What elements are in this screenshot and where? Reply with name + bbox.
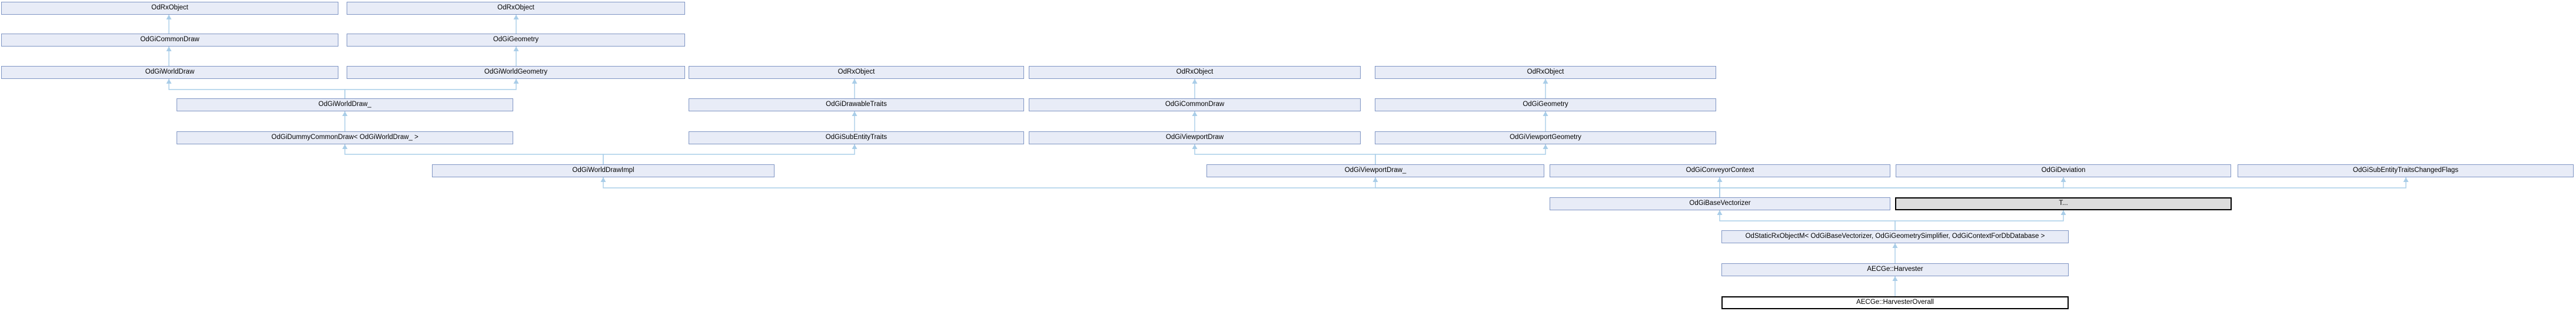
class-node-template-param-t: T...: [1895, 197, 2232, 210]
class-node-odgiworldgeometry[interactable]: OdGiWorldGeometry: [347, 66, 685, 79]
class-node-odrxobject-2[interactable]: OdRxObject: [347, 2, 685, 15]
inheritance-edge: [1719, 177, 2064, 197]
class-node-label: OdRxObject: [497, 4, 534, 12]
class-node-odrxobject-4[interactable]: OdRxObject: [1029, 66, 1361, 79]
class-node-odstaticrxobjectm[interactable]: OdStaticRxObjectM< OdGiBaseVectorizer, O…: [1721, 230, 2069, 243]
inheritance-arrowhead: [2403, 177, 2409, 182]
class-node-odrxobject-3[interactable]: OdRxObject: [689, 66, 1024, 79]
class-node-label: OdGiDeviation: [2041, 167, 2086, 174]
inheritance-edge: [1719, 210, 1896, 230]
inheritance-arrowhead: [600, 177, 606, 182]
inheritance-arrowhead: [852, 79, 857, 84]
inheritance-arrowhead: [166, 79, 172, 84]
class-node-label: OdRxObject: [1527, 68, 1564, 76]
class-node-odgidummycommondraw[interactable]: OdGiDummyCommonDraw< OdGiWorldDraw_ >: [177, 131, 513, 144]
inheritance-arrowhead: [2060, 210, 2066, 215]
class-node-label: OdGiCommonDraw: [1165, 101, 1225, 108]
inheritance-arrowhead: [1372, 177, 1378, 182]
class-node-label: OdStaticRxObjectM< OdGiBaseVectorizer, O…: [1745, 233, 2045, 240]
class-node-odgiworlddrawimpl[interactable]: OdGiWorldDrawImpl: [432, 164, 775, 177]
inheritance-edge: [603, 144, 855, 164]
inheritance-edge: [1375, 144, 1546, 164]
class-node-odgiviewportdraw-u[interactable]: OdGiViewportDraw_: [1206, 164, 1544, 177]
class-node-label: AECGe::Harvester: [1867, 266, 1923, 273]
class-node-label: OdGiViewportGeometry: [1510, 134, 1581, 141]
class-node-odgigeometry-mid[interactable]: OdGiGeometry: [1375, 98, 1716, 111]
class-node-odgicommondraw-left[interactable]: OdGiCommonDraw: [1, 34, 338, 47]
class-node-odgiviewportdraw[interactable]: OdGiViewportDraw: [1029, 131, 1361, 144]
inheritance-arrowhead: [166, 47, 172, 51]
inheritance-arrowhead: [513, 47, 519, 51]
inheritance-arrowhead: [1717, 210, 1723, 215]
class-node-label: OdGiCommonDraw: [140, 36, 200, 44]
class-node-label: OdGiBaseVectorizer: [1689, 200, 1751, 207]
class-node-label: OdRxObject: [1176, 68, 1214, 76]
class-node-odgiworlddraw[interactable]: OdGiWorldDraw: [1, 66, 338, 79]
class-node-odgiconveyorcontext[interactable]: OdGiConveyorContext: [1550, 164, 1890, 177]
inheritance-arrowhead: [1892, 276, 1898, 281]
inheritance-arrowhead: [1192, 144, 1198, 149]
class-node-odrxobject-1[interactable]: OdRxObject: [1, 2, 338, 15]
inheritance-arrowhead: [342, 111, 348, 116]
inheritance-arrowhead: [1717, 177, 1723, 182]
inheritance-arrowhead: [342, 144, 348, 149]
class-node-label: OdGiDrawableTraits: [826, 101, 887, 108]
inheritance-arrowhead: [513, 79, 519, 84]
class-node-label: OdGiGeometry: [1523, 101, 1568, 108]
class-node-odgiviewportgeometry[interactable]: OdGiViewportGeometry: [1375, 131, 1716, 144]
inheritance-arrowhead: [1192, 111, 1198, 116]
class-node-odgiworlddraw-u[interactable]: OdGiWorldDraw_: [177, 98, 513, 111]
class-node-label: OdGiWorldDraw_: [318, 101, 371, 108]
inheritance-edge: [1194, 144, 1376, 164]
class-node-odgigeometry-left[interactable]: OdGiGeometry: [347, 34, 685, 47]
class-node-label: OdRxObject: [151, 4, 188, 12]
class-node-label: OdGiWorldDrawImpl: [572, 167, 634, 174]
class-node-label: OdGiWorldDraw: [145, 68, 195, 76]
class-node-label: OdGiViewportDraw: [1165, 134, 1224, 141]
inheritance-edge: [344, 79, 517, 98]
inheritance-edge: [1719, 177, 2407, 197]
class-node-label: OdGiViewportDraw_: [1344, 167, 1407, 174]
class-node-label: OdGiWorldGeometry: [484, 68, 548, 76]
inheritance-arrowhead: [1192, 79, 1198, 84]
class-node-label: OdRxObject: [837, 68, 875, 76]
class-node-odgidrawabletraits[interactable]: OdGiDrawableTraits: [689, 98, 1024, 111]
class-node-label: OdGiGeometry: [493, 36, 539, 44]
class-node-odgideviation[interactable]: OdGiDeviation: [1896, 164, 2231, 177]
inheritance-arrowhead: [1543, 144, 1548, 149]
class-node-label: OdGiDummyCommonDraw< OdGiWorldDraw_ >: [271, 134, 418, 141]
class-node-label: OdGiSubEntityTraitsChangedFlags: [2352, 167, 2459, 174]
inheritance-arrowhead: [513, 15, 519, 19]
inheritance-edge: [1894, 210, 2064, 230]
inheritance-arrowhead: [1543, 111, 1548, 116]
class-node-label: T...: [2059, 200, 2068, 207]
class-node-aecge-harvesteroverall: AECGe::HarvesterOverall: [1721, 296, 2069, 309]
class-node-odrxobject-5[interactable]: OdRxObject: [1375, 66, 1716, 79]
class-node-label: OdGiSubEntityTraits: [825, 134, 888, 141]
inheritance-edge: [1375, 177, 1720, 197]
inheritance-edge: [344, 144, 604, 164]
class-node-odgisubentitytraits[interactable]: OdGiSubEntityTraits: [689, 131, 1024, 144]
class-node-odgibasevectorizer[interactable]: OdGiBaseVectorizer: [1550, 197, 1890, 210]
class-node-odgisubentitytraitschangedflags[interactable]: OdGiSubEntityTraitsChangedFlags: [2238, 164, 2574, 177]
inheritance-arrowhead: [166, 15, 172, 19]
inheritance-edge: [168, 79, 345, 98]
class-node-label: OdGiConveyorContext: [1686, 167, 1754, 174]
class-node-aecge-harvester[interactable]: AECGe::Harvester: [1721, 263, 2069, 276]
inheritance-arrowhead: [1892, 243, 1898, 248]
inheritance-arrowhead: [852, 144, 857, 149]
inheritance-edge: [603, 177, 1720, 197]
inheritance-arrowhead: [2060, 177, 2066, 182]
class-node-label: AECGe::HarvesterOverall: [1856, 299, 1934, 306]
class-node-odgicommondraw-mid[interactable]: OdGiCommonDraw: [1029, 98, 1361, 111]
inheritance-arrowhead: [1543, 79, 1548, 84]
inheritance-arrowhead: [852, 111, 857, 116]
